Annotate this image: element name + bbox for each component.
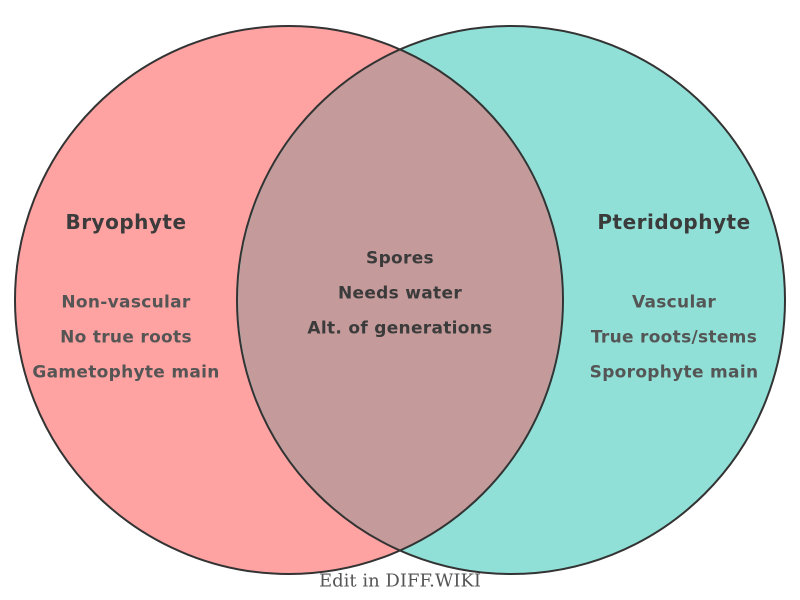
left-item: Non-vascular xyxy=(61,292,191,313)
left-circle-outline xyxy=(14,25,564,575)
right-set-title: Pteridophyte xyxy=(597,210,751,234)
intersection-item: Needs water xyxy=(337,283,463,304)
edit-credit-link[interactable]: Edit in DIFF.WIKI xyxy=(318,570,482,592)
left-item: Gametophyte main xyxy=(32,362,220,383)
intersection-items: Spores Needs water Alt. of generations xyxy=(307,242,492,347)
right-item: Vascular xyxy=(631,292,717,313)
overlap-region xyxy=(238,50,562,550)
intersection-item: Spores xyxy=(366,248,434,269)
left-item: No true roots xyxy=(60,327,192,348)
left-set-items: Non-vascular No true roots Gametophyte m… xyxy=(32,286,219,391)
right-set-items: Vascular True roots/stems Sporophyte mai… xyxy=(590,286,759,391)
intersection-item: Alt. of generations xyxy=(307,318,493,339)
right-circle-outline xyxy=(236,25,786,575)
right-item: True roots/stems xyxy=(590,327,758,348)
left-set-title: Bryophyte xyxy=(65,210,187,234)
right-item: Sporophyte main xyxy=(589,362,759,383)
